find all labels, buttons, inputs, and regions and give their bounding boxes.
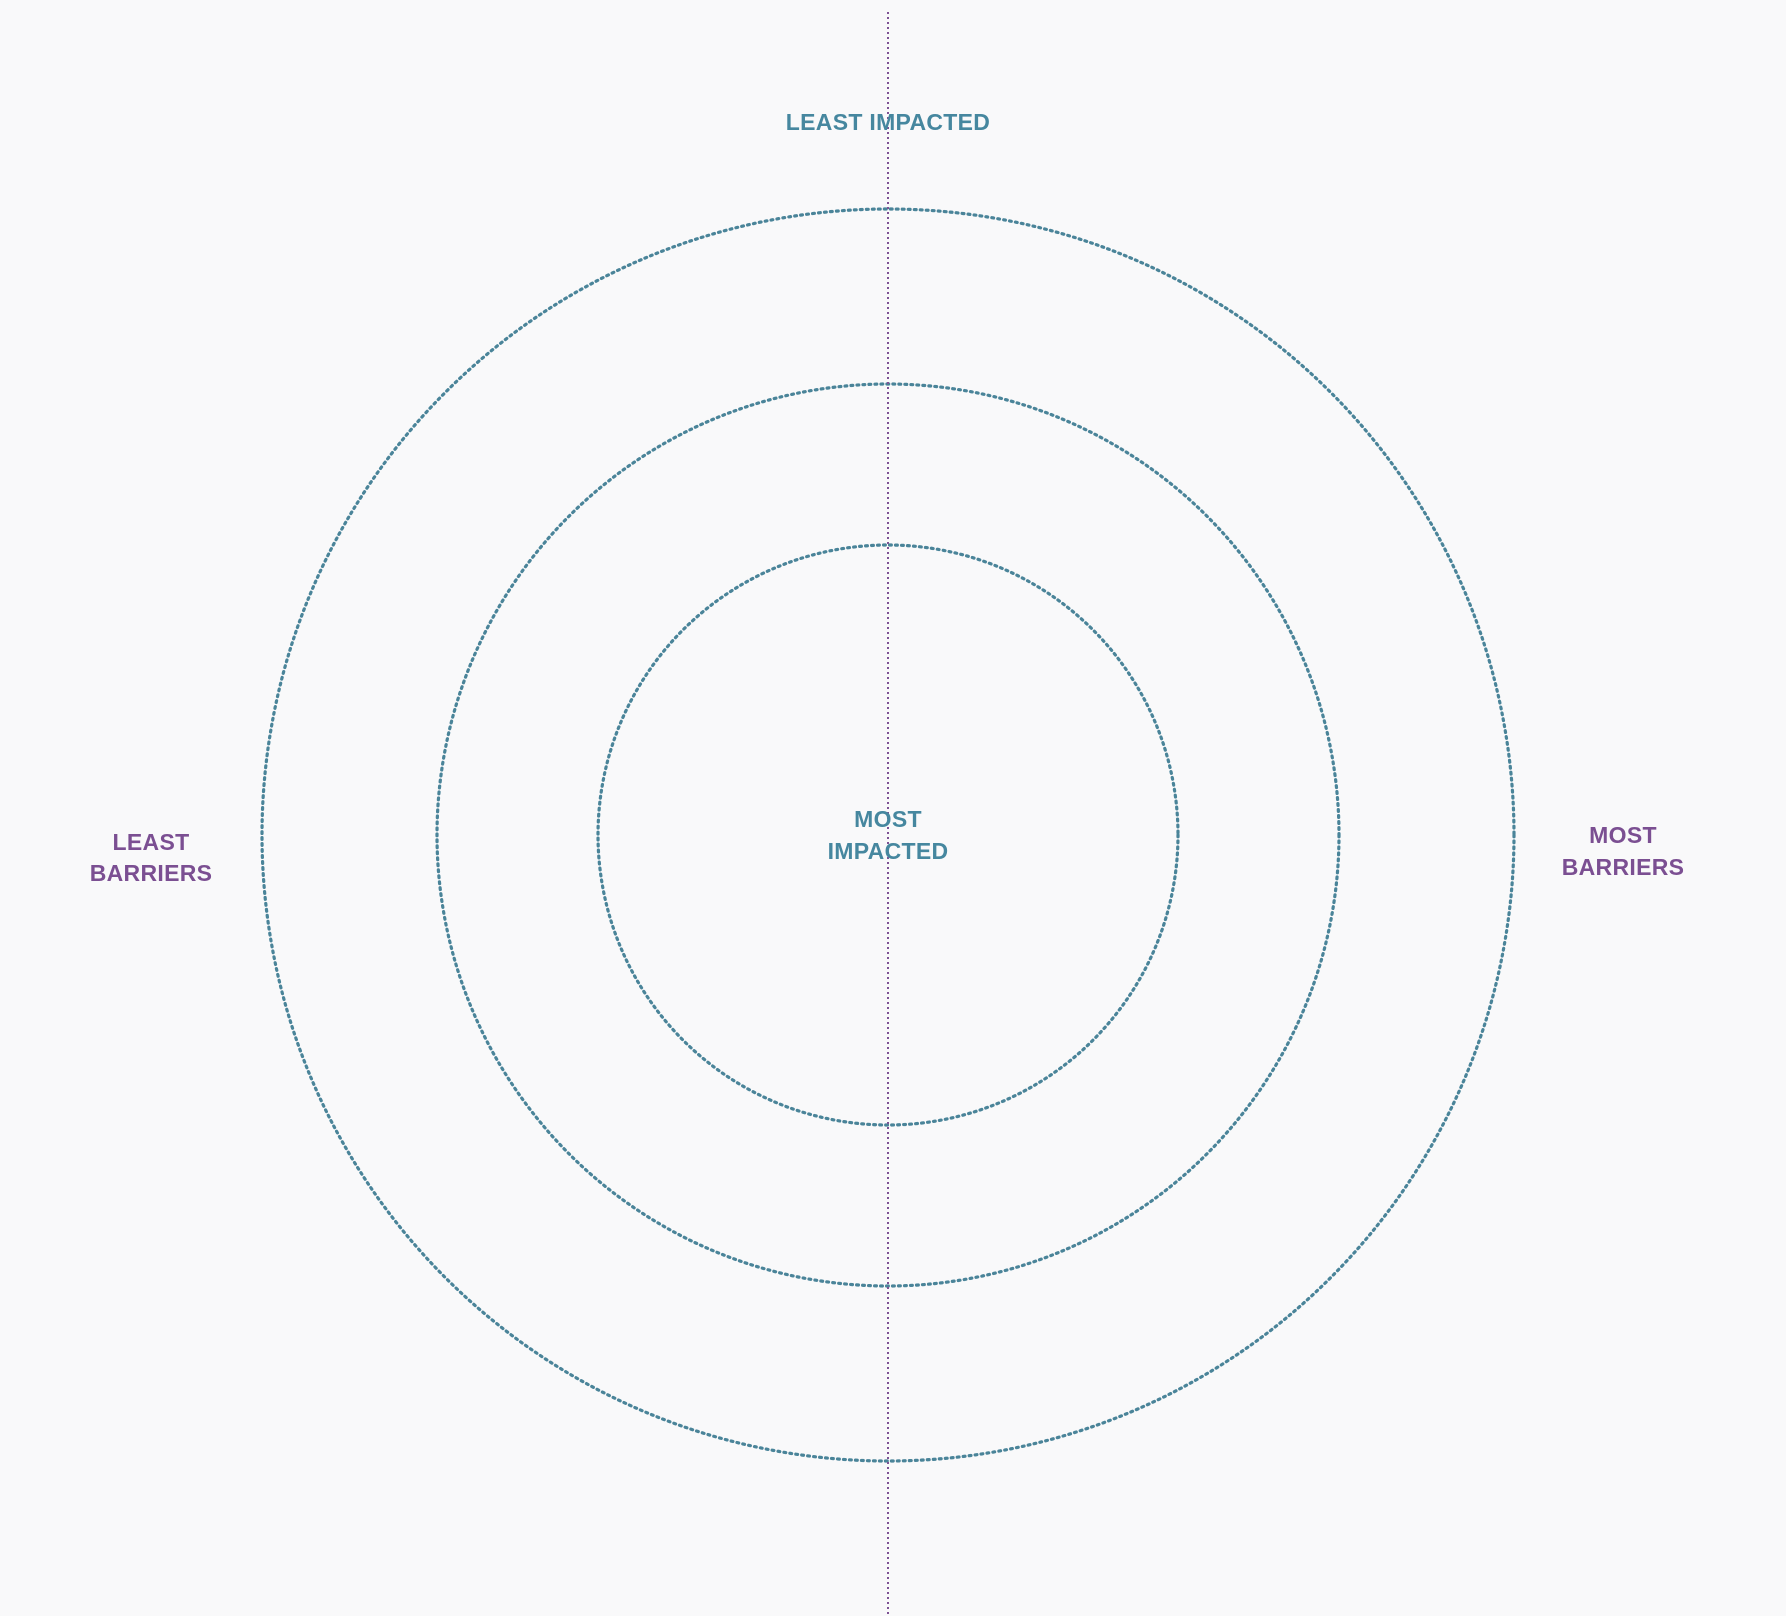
most-impacted-label-line1: MOST: [854, 806, 922, 832]
outer-ring: [260, 207, 1516, 1463]
least-impacted-label: LEAST IMPACTED: [786, 109, 990, 135]
most-impacted-label-line2: IMPACTED: [828, 838, 949, 864]
least-barriers-label-line2: BARRIERS: [90, 860, 213, 886]
middle-ring: [435, 382, 1341, 1288]
most-barriers-label-line1: MOST: [1589, 822, 1657, 848]
inner-ring: [596, 543, 1180, 1127]
most-barriers-label-line2: BARRIERS: [1562, 854, 1685, 880]
least-barriers-label-line1: LEAST: [113, 829, 190, 855]
